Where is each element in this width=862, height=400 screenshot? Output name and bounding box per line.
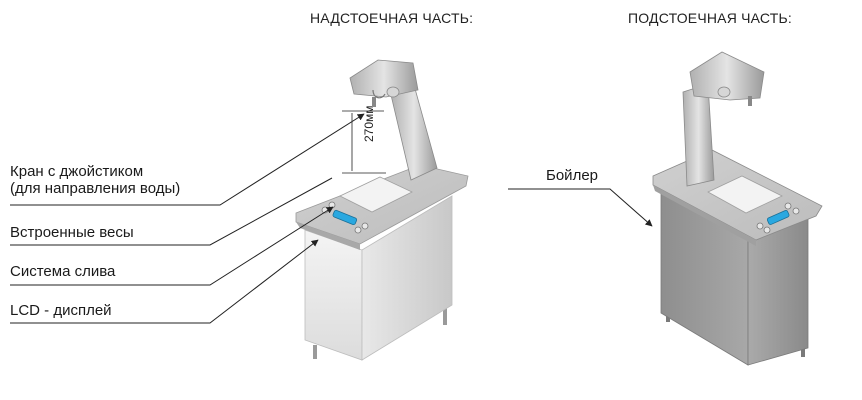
right-joystick — [717, 86, 731, 98]
left-faucet-column — [390, 84, 438, 181]
right-unit — [652, 51, 823, 366]
right-faucet-head — [689, 51, 765, 101]
left-faucet-head — [349, 59, 419, 98]
heading-below-counter: ПОДСТОЕЧНАЯ ЧАСТЬ: — [628, 10, 792, 26]
left-unit — [295, 59, 469, 361]
leader-faucet — [10, 113, 365, 206]
left-leg-right — [443, 305, 447, 325]
label-scales: Встроенные весы — [10, 224, 134, 241]
leader-lines — [10, 113, 653, 324]
right-countertop-edge — [653, 185, 756, 246]
label-drain: Система слива — [10, 263, 116, 280]
leader-scales — [10, 177, 333, 246]
left-button-4 — [361, 222, 369, 230]
right-lcd-display — [766, 210, 790, 225]
heading-above-counter: НАДСТОЕЧНАЯ ЧАСТЬ: — [310, 10, 474, 26]
left-scales-plate — [339, 176, 413, 213]
label-lcd: LCD - дисплей — [10, 302, 112, 319]
left-faucet-nozzle — [372, 97, 376, 107]
right-faucet-column — [682, 83, 715, 187]
right-button-1 — [756, 222, 764, 230]
leader-lcd — [10, 239, 319, 324]
right-button-3 — [784, 202, 792, 210]
right-leg-right — [801, 345, 805, 357]
label-faucet-line2: (для направления воды) — [10, 180, 181, 197]
label-faucet-line1: Кран с джойстиком — [10, 163, 144, 180]
left-cabinet-front — [304, 229, 363, 361]
right-scales-plate — [707, 175, 783, 214]
left-cabinet-side — [361, 195, 453, 361]
label-faucet: Кран с джойстиком (для направления воды) — [10, 163, 180, 197]
left-joystick — [386, 86, 400, 98]
left-button-3 — [354, 226, 362, 234]
dimension-line — [342, 110, 386, 174]
left-countertop-edge — [296, 222, 360, 250]
leader-drain — [10, 206, 334, 286]
left-lcd-display — [332, 209, 358, 226]
left-faucet-spout — [372, 89, 386, 99]
right-button-4 — [792, 207, 800, 215]
right-button-2 — [763, 226, 771, 234]
left-leg-front — [313, 345, 317, 359]
label-boiler: Бойлер — [546, 167, 599, 184]
leader-boiler — [508, 188, 653, 227]
right-faucet-nozzle — [748, 96, 752, 106]
